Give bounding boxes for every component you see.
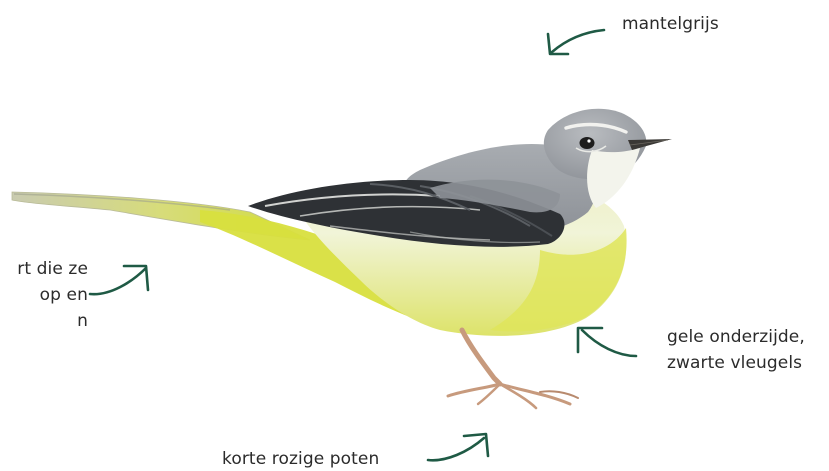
annotation-mantle: mantelgrijs — [622, 11, 719, 37]
annotation-tail-line: op en — [0, 282, 88, 308]
annotation-tail-line: rt die ze — [0, 256, 88, 282]
arrow-icon — [578, 328, 636, 356]
annotation-legs-text: korte rozige poten — [222, 446, 379, 471]
annotation-legs: korte rozige poten — [222, 446, 379, 471]
annotation-underside: gele onderzijde, zwarte vleugels — [667, 324, 805, 376]
annotation-underside-line: gele onderzijde, — [667, 324, 805, 350]
arrow-icon — [548, 30, 604, 54]
annotation-tail-line: n — [0, 308, 88, 334]
annotation-mantle-text: mantelgrijs — [622, 11, 719, 37]
arrow-icon — [428, 434, 488, 460]
annotation-tail: rt die ze op en n — [0, 256, 88, 334]
annotation-underside-line: zwarte vleugels — [667, 350, 805, 376]
arrow-icon — [90, 266, 148, 294]
